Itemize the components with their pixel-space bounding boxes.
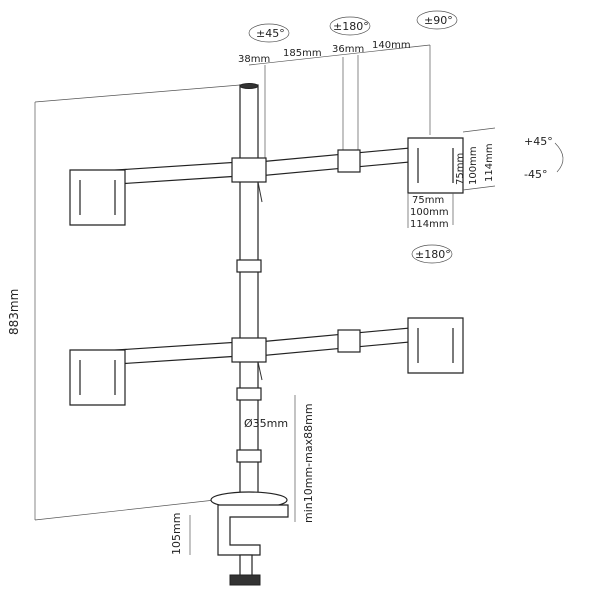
vesa-dimension-lines: [407, 127, 496, 228]
clamp-depth-label: 105mm: [170, 513, 183, 555]
arm-segment-1-label: 185mm: [283, 48, 322, 59]
arm-segment-2-label: 140mm: [372, 40, 411, 51]
vesa-horizontal-114: 114mm: [410, 219, 449, 230]
pole-width-label: 38mm: [238, 54, 270, 65]
height-dimension: [34, 84, 241, 521]
total-height-label: 883mm: [7, 289, 21, 335]
vesa-vertical-75: 75mm: [455, 153, 466, 185]
head-swivel-rotation: ±90°: [424, 14, 453, 27]
pole: [239, 84, 259, 501]
arm-dimension-lines: [248, 44, 431, 160]
tilt-down-label: -45°: [524, 168, 547, 181]
joint-label: 36mm: [332, 44, 364, 55]
arm-joint-rotation: ±45°: [256, 27, 285, 40]
vesa-horizontal-100: 100mm: [410, 207, 449, 218]
plate-rotation: ±180°: [415, 248, 451, 261]
clamp-range-label: min10mm-max88mm: [302, 403, 315, 523]
vesa-vertical-100: 100mm: [468, 146, 479, 185]
desk-clamp: [210, 491, 289, 586]
elbow-rotation: ±180°: [333, 20, 369, 33]
pole-diameter-label: Ø35mm: [244, 417, 288, 430]
tilt-arrow-icon: [554, 142, 564, 173]
vesa-plates: [69, 137, 464, 406]
vesa-horizontal-75: 75mm: [412, 195, 444, 206]
vesa-vertical-114: 114mm: [484, 143, 495, 182]
tilt-up-label: +45°: [524, 135, 553, 148]
rotation-badges: [248, 10, 458, 264]
